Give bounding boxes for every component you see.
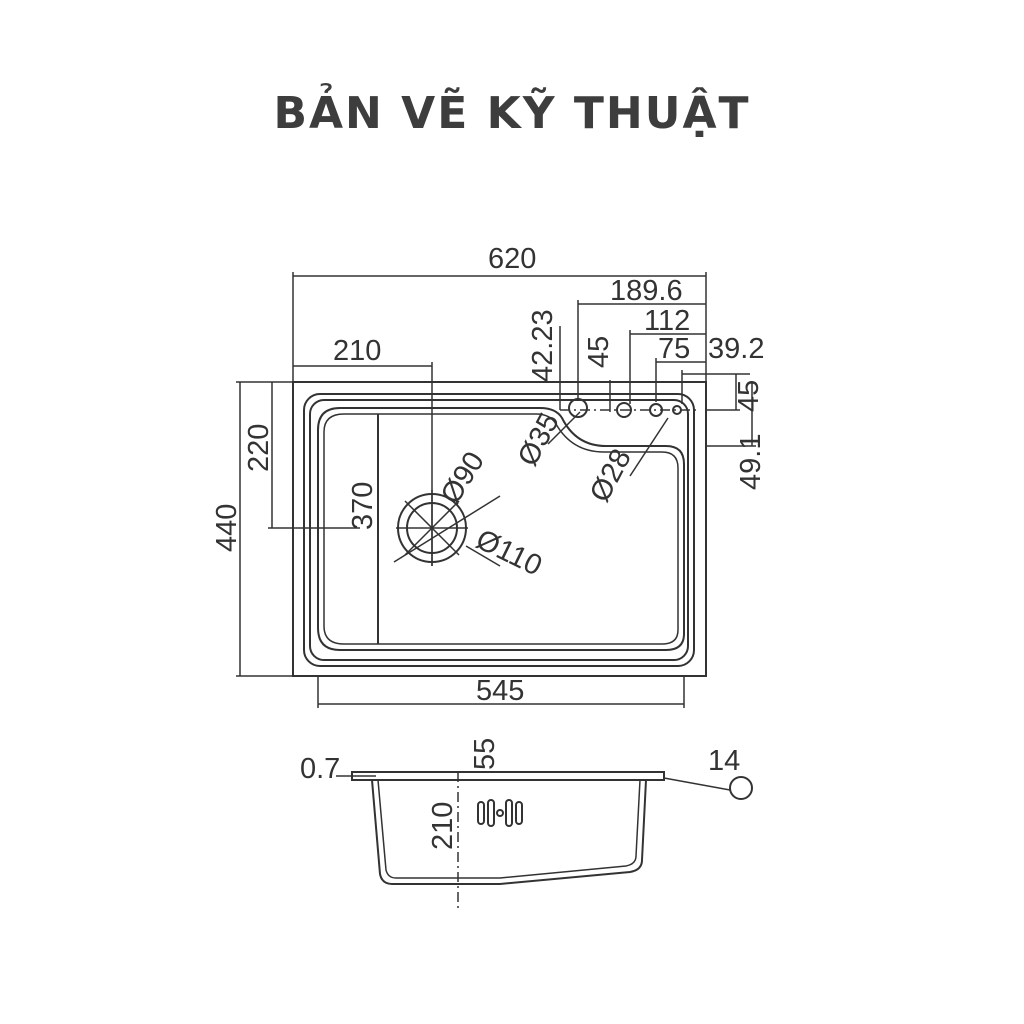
dim-overflow-dia: 55 (469, 738, 501, 770)
dim-rim-radius: 14 (708, 745, 740, 777)
dim-bowl-height: 370 (347, 482, 379, 530)
dim-tap-hole-dia: Ø35 (512, 408, 566, 471)
dim-right-49: 49.1 (735, 434, 767, 490)
dim-hole4-offset: 39.2 (708, 333, 764, 365)
dim-tap-offset: 189.6 (610, 275, 683, 307)
overflow-slots (477, 799, 523, 827)
dim-depth: 210 (427, 802, 459, 850)
dim-drain-offset: 210 (333, 335, 381, 367)
dim-right-45: 45 (733, 380, 765, 412)
page-title: BẢN VẼ KỸ THUẬT (273, 88, 751, 139)
top-dimension-lines (236, 272, 756, 708)
dim-drain-inner-dia: Ø90 (435, 446, 491, 509)
dim-drain-height: 220 (243, 424, 275, 472)
dim-hole-height: 42.23 (527, 309, 559, 382)
dim-hole-spacing: 45 (583, 336, 615, 368)
dim-hole2-offset: 112 (644, 305, 690, 337)
dim-overall-width: 620 (488, 243, 536, 275)
dim-overall-height: 440 (211, 504, 243, 552)
dim-hole3-offset: 75 (658, 333, 690, 365)
dim-drain-outer-dia: Ø110 (471, 524, 547, 583)
dim-bowl-width: 545 (476, 675, 524, 707)
sink-side-view (336, 771, 753, 908)
dim-thickness: 0.7 (300, 753, 340, 785)
